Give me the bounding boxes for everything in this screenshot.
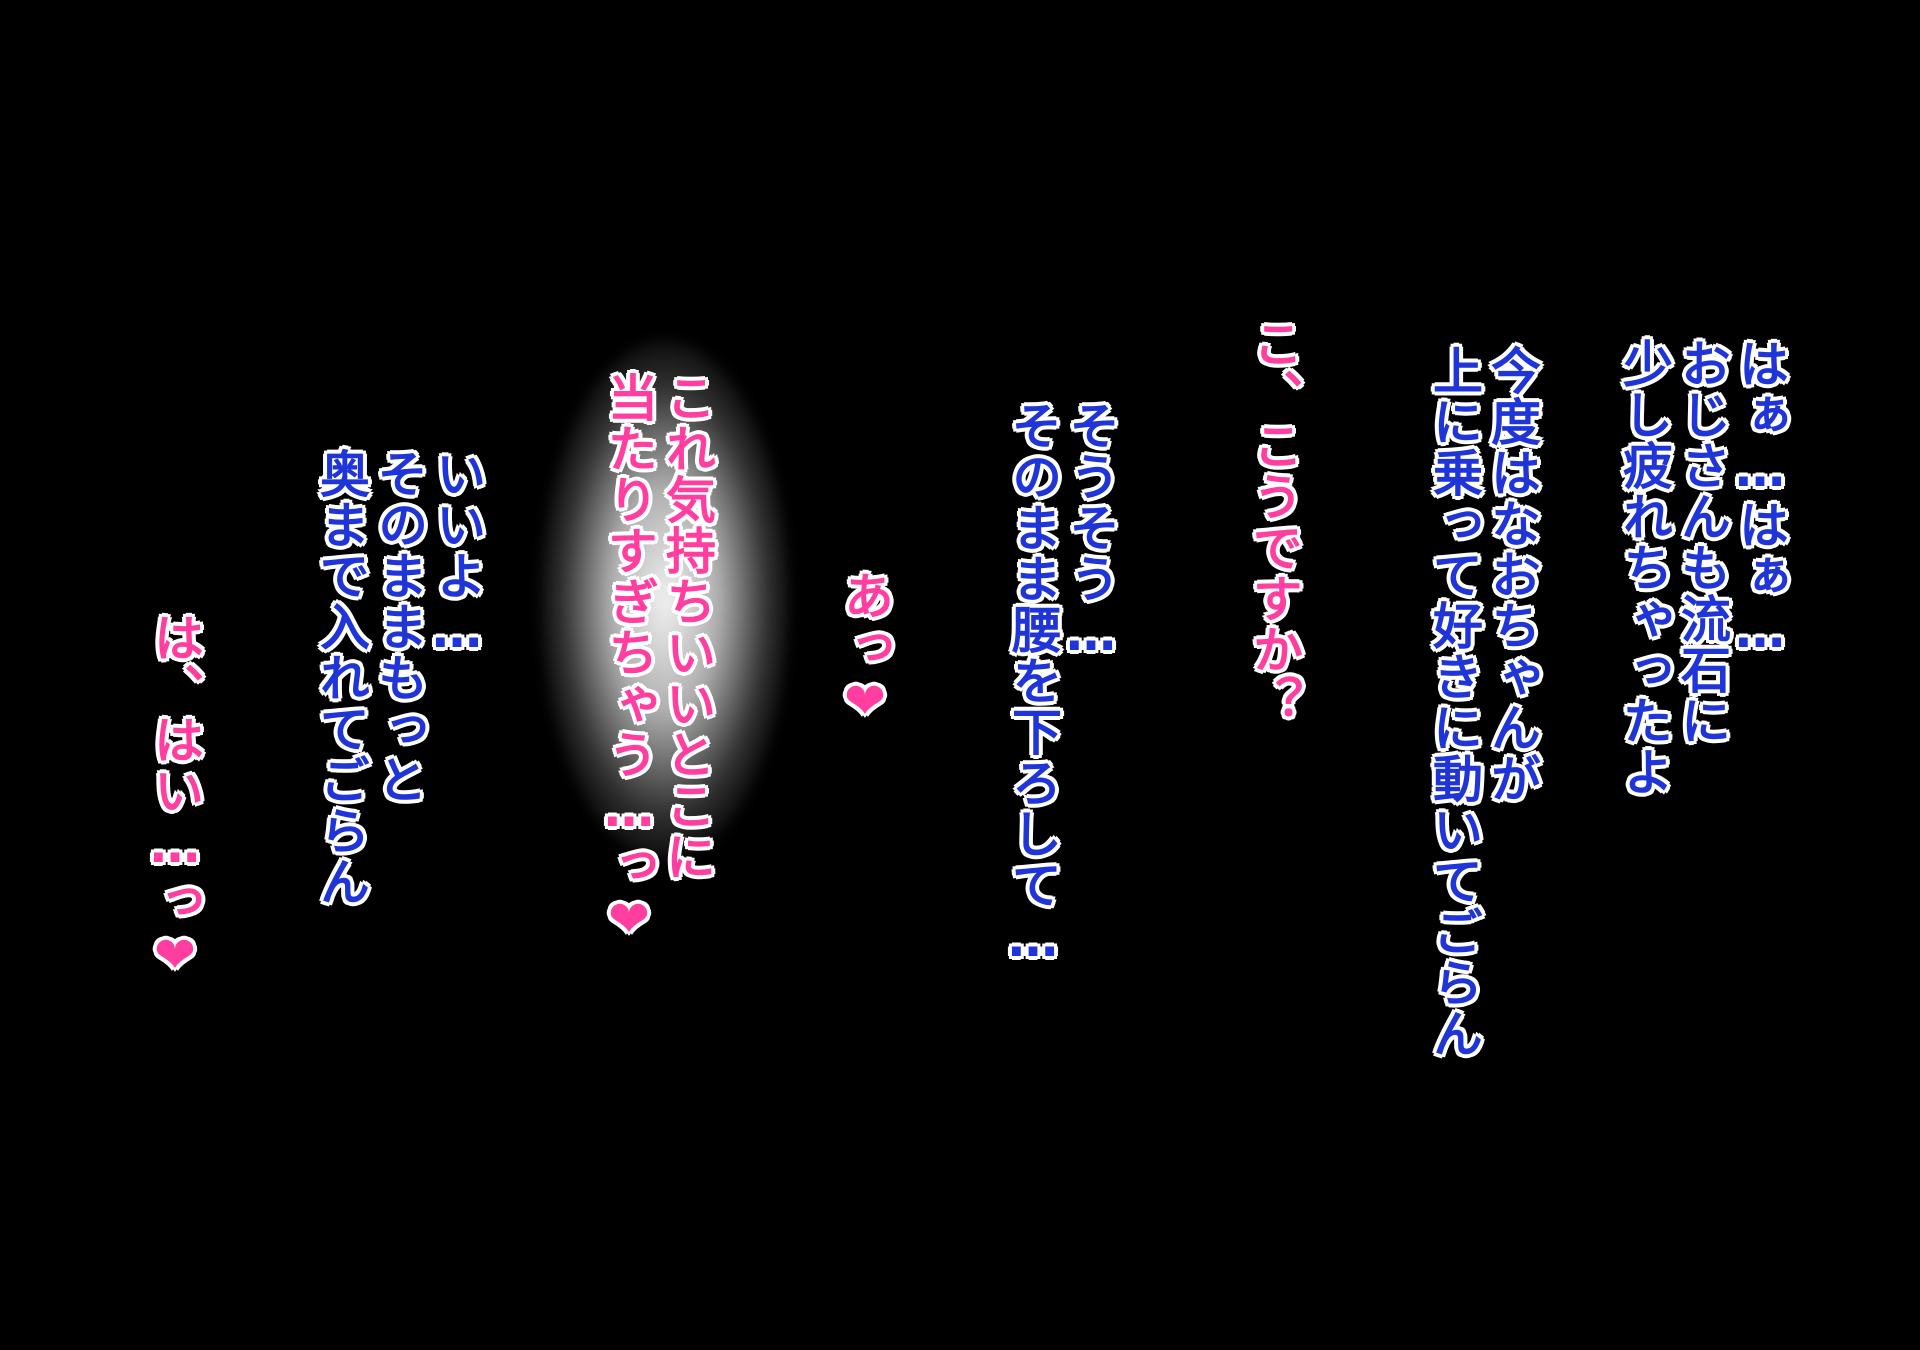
line-2-a: 今度はなおちゃんが bbox=[1483, 345, 1541, 804]
line-3-a: こ、こうですか？ bbox=[1245, 318, 1303, 726]
dialogue-line-5: あっ❤ bbox=[836, 570, 894, 731]
light-glow bbox=[540, 340, 790, 860]
line-7-a: いいよ… bbox=[428, 448, 486, 660]
line-4-a: そうそう… bbox=[1062, 400, 1120, 663]
dialogue-line-1: はぁ…はぁ… おじさんも流石に 少し疲れちゃったよ bbox=[1615, 338, 1789, 797]
dialogue-line-4: そうそう… そのまま腰を下ろして… bbox=[1004, 400, 1120, 969]
line-1-b: おじさんも流石に bbox=[1673, 338, 1731, 746]
dialogue-line-7: いいよ… そのままもっと 奥まで入れてごらん bbox=[312, 448, 486, 907]
line-5-a: あっ❤ bbox=[836, 570, 894, 731]
dialogue-line-3: こ、こうですか？ bbox=[1245, 318, 1303, 726]
line-8-a: は、はい…っ❤ bbox=[146, 612, 204, 985]
line-1-a: はぁ…はぁ… bbox=[1731, 338, 1789, 660]
dialogue-line-8: は、はい…っ❤ bbox=[146, 612, 204, 985]
dialogue-line-6: これ気持ちいいとこに 当たりすぎちゃう…っ❤ bbox=[600, 372, 716, 949]
line-1-c: 少し疲れちゃったよ bbox=[1615, 338, 1673, 797]
line-4-b: そのまま腰を下ろして… bbox=[1004, 400, 1062, 969]
dialogue-line-2: 今度はなおちゃんが 上に乗って好きに動いてごらん bbox=[1425, 345, 1541, 1059]
line-7-c: 奥まで入れてごらん bbox=[312, 448, 370, 907]
line-6-b: 当たりすぎちゃう…っ❤ bbox=[600, 372, 658, 949]
line-6-a: これ気持ちいいとこに bbox=[658, 372, 716, 882]
line-7-b: そのままもっと bbox=[370, 448, 428, 805]
line-2-b: 上に乗って好きに動いてごらん bbox=[1425, 345, 1483, 1059]
